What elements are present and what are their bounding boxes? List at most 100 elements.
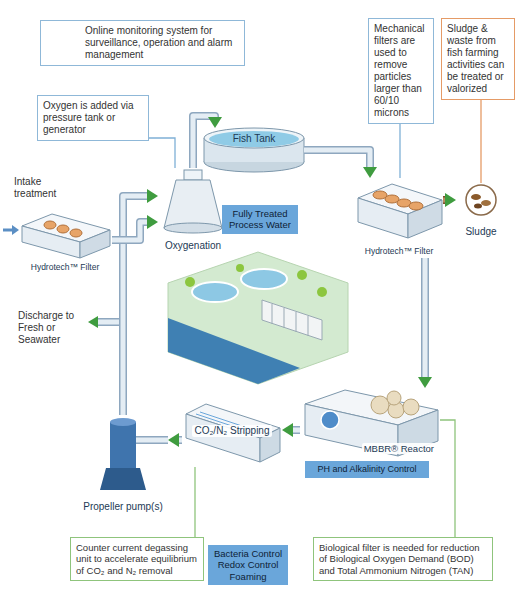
node-text: Hydrotech™ Filter bbox=[363, 246, 436, 256]
node-text: Redox Control bbox=[211, 559, 285, 570]
pipe-connector bbox=[304, 150, 377, 178]
farm-hexagon bbox=[192, 282, 238, 302]
arrow-head bbox=[445, 193, 456, 207]
node-text: Biological filter is needed for reductio… bbox=[319, 542, 487, 576]
degassing-callout: Counter current degassing unit to accele… bbox=[70, 537, 204, 581]
oxygen-cone-drawing bbox=[184, 170, 202, 180]
leader-line bbox=[481, 100, 482, 183]
node-text: Bacteria Control bbox=[211, 548, 285, 559]
arrow-head bbox=[147, 189, 158, 203]
mbbr-drawing bbox=[321, 411, 339, 429]
intake-filter-drawing bbox=[22, 214, 110, 258]
pipe-wall bbox=[112, 222, 150, 240]
oxygen-cone-drawing bbox=[164, 223, 222, 233]
intake-filter-drawing bbox=[80, 230, 110, 258]
mbbr-drawing bbox=[371, 396, 389, 414]
pipe-connector bbox=[418, 258, 432, 388]
node-text: Fully Treated Process Water bbox=[225, 208, 295, 231]
sludge-bin-drawing bbox=[466, 185, 496, 215]
pipe-connector bbox=[168, 433, 182, 447]
sludge-bin-drawing bbox=[471, 194, 481, 200]
sludge-bin-drawing bbox=[474, 204, 482, 209]
intake-filter-drawing bbox=[57, 225, 69, 233]
pipe-core bbox=[112, 222, 150, 240]
node-text: Counter current degassing unit to accele… bbox=[76, 542, 198, 576]
discharge-pipe bbox=[96, 318, 123, 326]
pump-drawing bbox=[100, 418, 168, 490]
node-text: Propeller pump(s) bbox=[81, 501, 164, 513]
farm-hexagon bbox=[168, 252, 348, 384]
pipe-wall bbox=[193, 116, 215, 168]
intake-arrow bbox=[12, 225, 19, 235]
farm-hexagon bbox=[262, 300, 322, 340]
farm-hexagon bbox=[241, 269, 287, 289]
leader-path bbox=[480, 100, 481, 183]
discharge-pipe bbox=[96, 320, 123, 325]
node-text: MBBR® Reactor bbox=[362, 443, 436, 454]
drum-filter: Hydrotech™ Filter bbox=[355, 178, 443, 258]
sludge-bin: Sludge bbox=[456, 183, 506, 240]
pump-drawing bbox=[136, 436, 168, 444]
leader-path bbox=[399, 124, 400, 178]
monitoring-callout: Online monitoring system for surveillanc… bbox=[40, 20, 245, 66]
process-water-box: Fully Treated Process Water bbox=[222, 205, 298, 234]
node-text: CO₂/N₂ Stripping bbox=[192, 425, 271, 437]
pump-drawing bbox=[136, 438, 168, 443]
pipe-connector bbox=[112, 215, 158, 240]
sludge-bin-drawing bbox=[466, 185, 496, 215]
arrow-head bbox=[363, 167, 377, 178]
discharge-pipe bbox=[88, 316, 98, 328]
node-text: Online monitoring system for surveillanc… bbox=[85, 25, 239, 61]
arrow-head bbox=[208, 117, 222, 128]
pipe-core bbox=[193, 116, 215, 168]
discharge-pipe bbox=[88, 316, 123, 328]
pipe-connector bbox=[282, 423, 300, 437]
leader-line bbox=[400, 124, 401, 178]
intake-filter-drawing bbox=[44, 221, 56, 229]
note-label: Intake treatment bbox=[14, 176, 74, 200]
oxygen-cone-drawing bbox=[164, 170, 222, 233]
intake-arrow bbox=[3, 225, 19, 235]
farm-hexagon bbox=[272, 304, 273, 324]
node-text: Oxygen is added via pressure tank or gen… bbox=[43, 100, 143, 136]
note-label: Discharge to Fresh or Seawater bbox=[18, 310, 84, 346]
stripping-unit: CO₂/N₂ Stripping bbox=[182, 395, 282, 467]
fish-tank-drawing bbox=[204, 128, 304, 148]
leader-path bbox=[149, 138, 175, 168]
farm-hexagon bbox=[185, 277, 195, 287]
mbbr-drawing bbox=[403, 399, 419, 415]
intake-filter: Hydrotech™ Filter bbox=[18, 212, 112, 274]
propeller-pump: Propeller pump(s) bbox=[78, 415, 168, 515]
node-text: Mechanical filters are used to remove pa… bbox=[374, 23, 428, 119]
farm-hexagon bbox=[296, 312, 297, 332]
node-text: Fish Tank bbox=[231, 133, 278, 145]
stripping-drawing bbox=[186, 404, 280, 462]
farm-hexagon bbox=[168, 252, 348, 384]
pipe-connector bbox=[193, 116, 222, 168]
arrow-head bbox=[418, 377, 432, 388]
farm-hexagon bbox=[297, 270, 307, 280]
intake-arrow bbox=[3, 229, 13, 232]
mbbr-drawing bbox=[305, 390, 438, 456]
node-text: Hydrotech™ Filter bbox=[29, 262, 102, 272]
drum-filter-drawing bbox=[409, 202, 423, 210]
control-box: Bacteria ControlRedox ControlFoaming bbox=[208, 545, 288, 585]
ph-control-box: PH and Alkalinity Control bbox=[305, 461, 429, 478]
farm-hexagon bbox=[317, 287, 327, 297]
mbbr-reactor: MBBR® Reactor bbox=[300, 388, 440, 458]
arrow-head bbox=[147, 215, 158, 229]
fish-tank-drawing bbox=[204, 128, 304, 172]
drum-filter-drawing bbox=[408, 200, 442, 238]
farm-hexagon bbox=[236, 264, 244, 272]
drum-filter-drawing bbox=[358, 184, 442, 238]
oxygen-callout: Oxygen is added via pressure tank or gen… bbox=[37, 95, 149, 141]
node-text: PH and Alkalinity Control bbox=[308, 464, 426, 475]
pipe-wall bbox=[304, 150, 370, 170]
pump-drawing bbox=[110, 422, 136, 468]
node-text: Foaming bbox=[211, 571, 285, 582]
biofilter-callout: Biological filter is needed for reductio… bbox=[313, 537, 493, 581]
leader-line bbox=[149, 138, 175, 168]
filter-callout: Mechanical filters are used to remove pa… bbox=[368, 18, 434, 124]
intake-filter-drawing bbox=[70, 229, 82, 237]
